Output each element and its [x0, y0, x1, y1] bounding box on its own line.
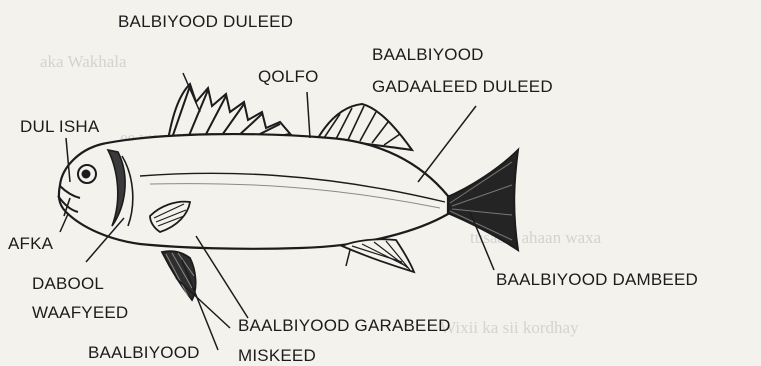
pelvic-fin — [162, 251, 196, 300]
label-baalbiyood-miskeed-2: MISKEED — [238, 346, 316, 366]
label-baalbiyood-gadaaleed-2: GADAALEED DULEED — [372, 77, 553, 97]
label-baalbiyood-dambeed: BAALBIYOOD DAMBEED — [496, 270, 698, 290]
label-waafyeed: WAAFYEED — [32, 303, 128, 323]
label-afka: AFKA — [8, 234, 53, 254]
label-baalbiyood-gadaaleed-1: BAALBIYOOD — [372, 45, 484, 65]
anal-fin — [342, 239, 414, 272]
label-dabool: DABOOL — [32, 274, 104, 294]
label-baalbiyood-garabeed: BAALBIYOOD GARABEED — [238, 316, 451, 336]
dorsal-fin — [168, 84, 292, 140]
label-balbiyood-duleed: BALBIYOOD DULEED — [118, 12, 293, 32]
label-dul-isha: DUL ISHA — [20, 117, 99, 137]
label-qolfo: QOLFO — [258, 67, 319, 87]
label-baalbiyood-miskeed-1: BAALBIYOOD — [88, 343, 200, 363]
